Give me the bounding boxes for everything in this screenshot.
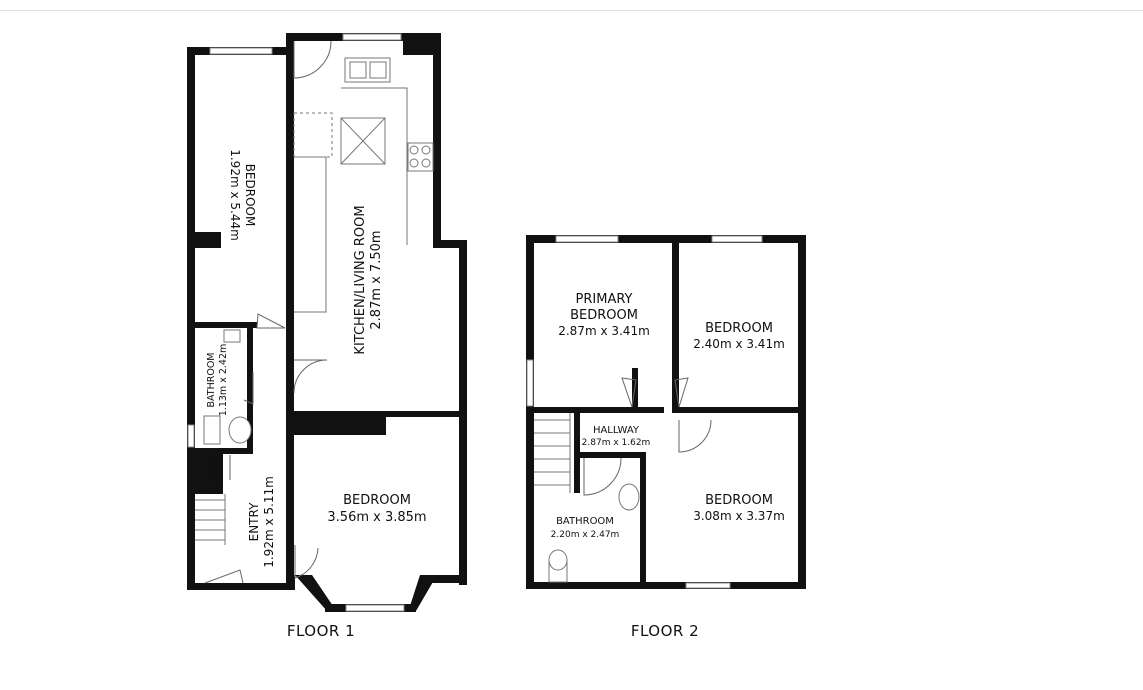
room-bathroom-1-dims: 1.13m x 2.42m <box>218 344 229 416</box>
floor-2-plan <box>526 235 806 589</box>
room-bathroom-1-name: BATHROOM <box>206 353 217 408</box>
room-kitchen-living-dims: 2.87m x 7.50m <box>369 230 384 329</box>
room-hallway-name: HALLWAY <box>593 425 640 436</box>
room-bedroom-2-dims: 3.56m x 3.85m <box>327 510 426 525</box>
room-bedroom-4-dims: 3.08m x 3.37m <box>693 509 785 523</box>
room-kitchen-living-name: KITCHEN/LIVING ROOM <box>353 205 368 354</box>
floor-2-title: FLOOR 2 <box>631 622 699 640</box>
room-entry-dims: 1.92m x 5.11m <box>262 476 276 568</box>
floor-2-walls <box>526 235 806 589</box>
room-bedroom-2-name: BEDROOM <box>343 493 411 508</box>
top-divider <box>0 10 1143 11</box>
room-primary-bedroom-name-line2: BEDROOM <box>570 308 638 323</box>
room-primary-bedroom-name-line1: PRIMARY <box>576 292 633 307</box>
room-bedroom-3-dims: 2.40m x 3.41m <box>693 337 785 351</box>
room-bedroom-1-dims: 1.92m x 5.44m <box>228 149 242 241</box>
floor-1-title: FLOOR 1 <box>287 622 355 640</box>
room-bedroom-4-name: BEDROOM <box>705 493 773 508</box>
room-bedroom-1-name: BEDROOM <box>243 164 257 227</box>
room-entry-name: ENTRY <box>247 502 261 541</box>
room-bathroom-2-name: BATHROOM <box>556 516 614 527</box>
room-primary-bedroom-dims: 2.87m x 3.41m <box>558 324 650 338</box>
floor-1-plan <box>187 33 467 612</box>
room-hallway-dims: 2.87m x 1.62m <box>582 438 651 448</box>
room-bedroom-3-name: BEDROOM <box>705 321 773 336</box>
room-bathroom-2-dims: 2.20m x 2.47m <box>551 530 620 540</box>
room-storage-name: STORAGE <box>209 456 217 489</box>
floor-1-walls <box>187 33 467 612</box>
